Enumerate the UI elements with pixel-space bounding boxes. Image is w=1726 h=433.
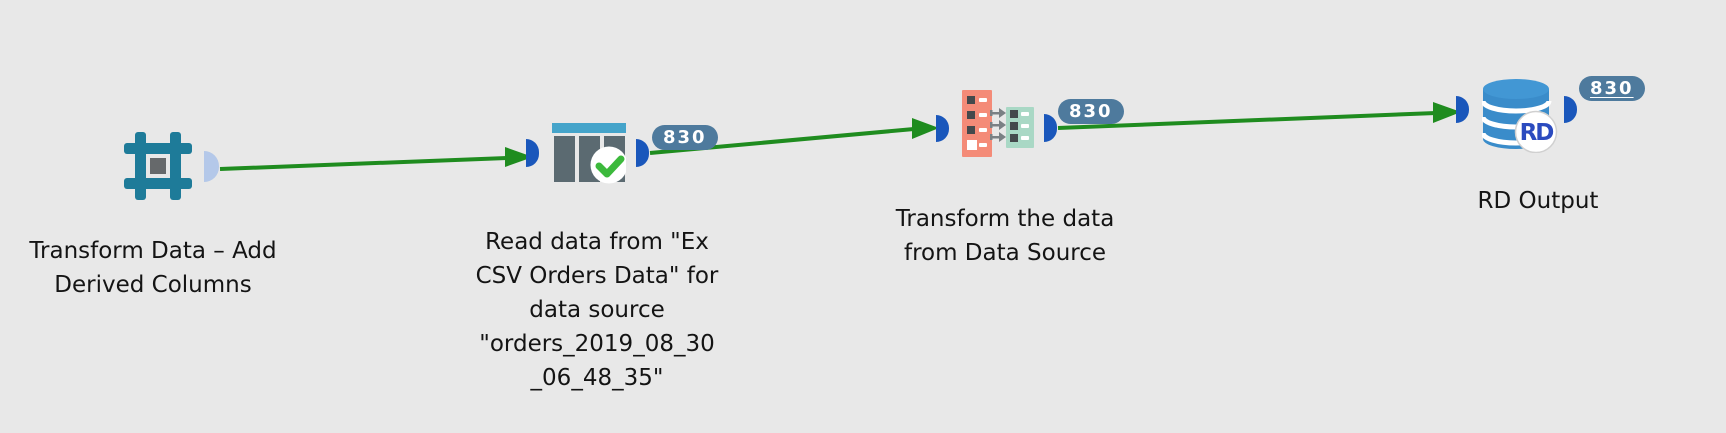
output-port[interactable]: [1044, 114, 1057, 142]
database-cylinder-icon[interactable]: RD: [1482, 77, 1562, 153]
node-label: Transform Data – Add Derived Columns: [29, 238, 277, 298]
dataset-table-check-icon[interactable]: [552, 117, 626, 185]
flow-connection-1[interactable]: [219, 147, 533, 171]
node-transform-derived[interactable]: [122, 130, 222, 202]
node-label: Read data from "Ex CSV Orders Data" for …: [475, 229, 719, 391]
node-rd-output[interactable]: RD: [1482, 77, 1562, 153]
node-label: Transform the data from Data Source: [895, 206, 1115, 266]
input-port[interactable]: [1456, 96, 1469, 123]
svg-text:RD: RD: [1520, 120, 1554, 146]
shaper-frame-icon[interactable]: [122, 130, 194, 202]
record-count-badge[interactable]: 830: [1579, 76, 1645, 101]
node-transform-mapper[interactable]: [962, 88, 1034, 158]
flow-connection-3[interactable]: [1057, 102, 1461, 130]
input-port[interactable]: [936, 115, 949, 142]
node-label: RD Output: [1477, 188, 1599, 214]
output-port[interactable]: [1564, 96, 1577, 123]
record-count-badge[interactable]: 830: [652, 125, 718, 150]
output-port[interactable]: [636, 139, 649, 167]
record-count-badge[interactable]: 830: [1058, 99, 1124, 124]
input-port[interactable]: [526, 139, 539, 167]
node-read-data[interactable]: [552, 117, 626, 185]
output-port[interactable]: [204, 151, 219, 182]
column-mapping-icon[interactable]: [962, 88, 1034, 158]
rd-logo: RD: [1514, 110, 1558, 153]
